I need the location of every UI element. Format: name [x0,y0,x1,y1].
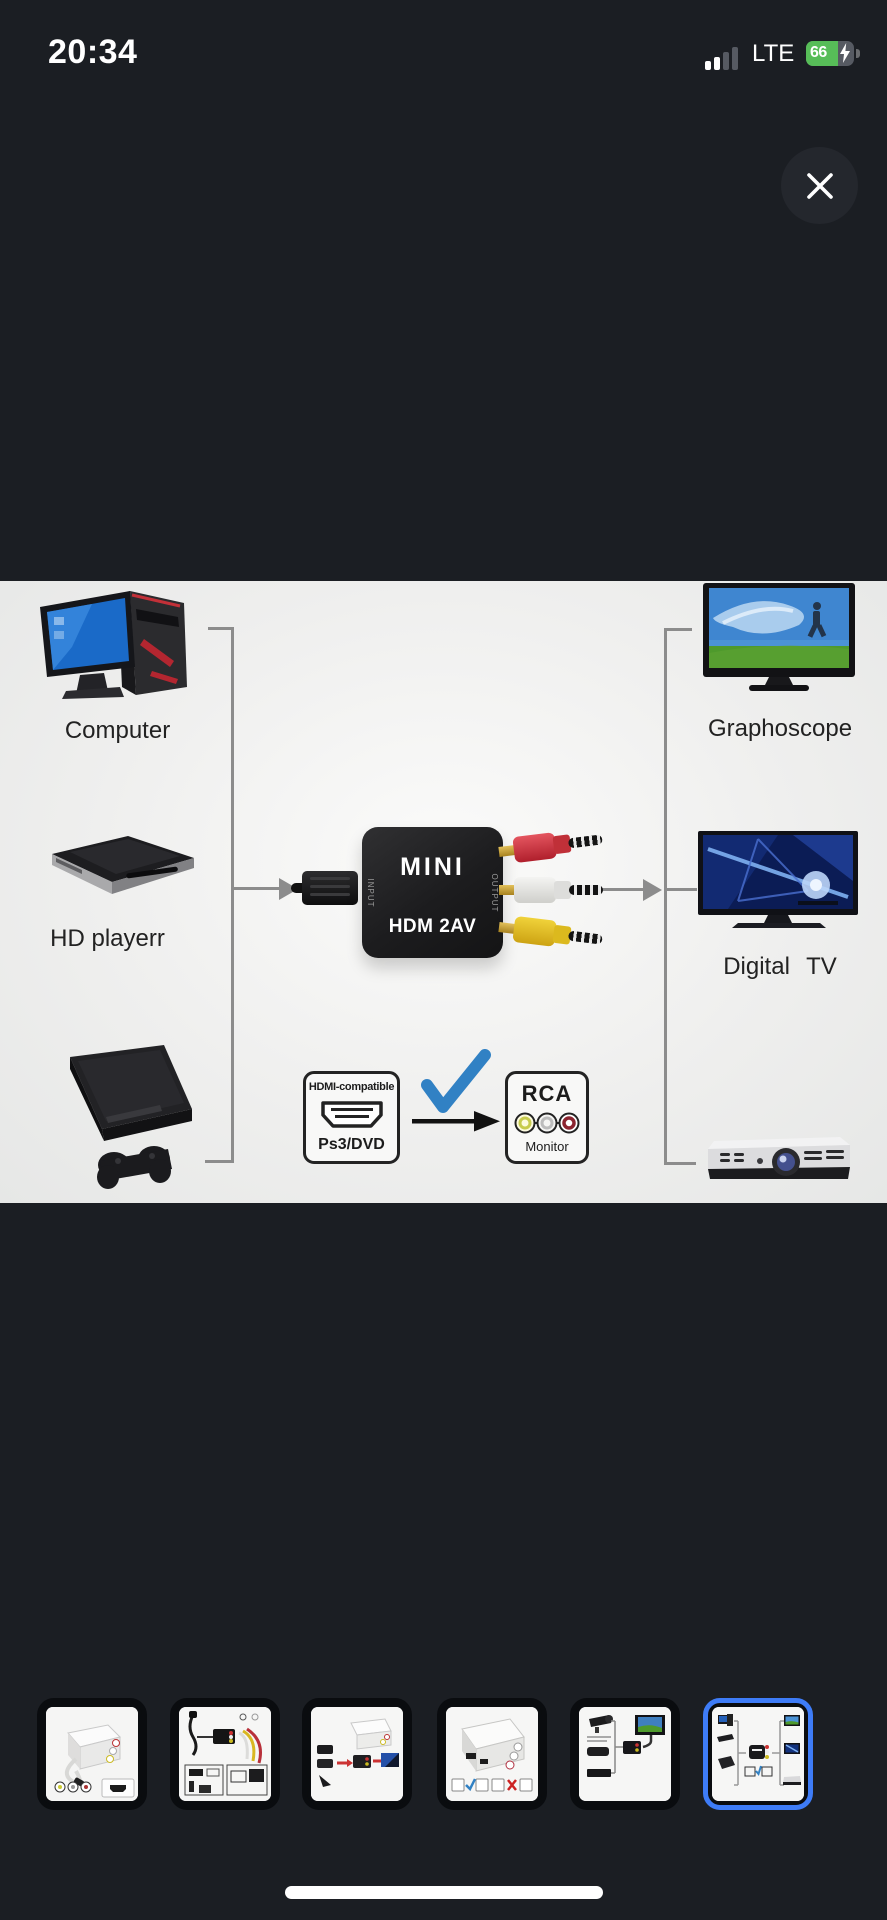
left-connector-line [231,627,234,1163]
left-bottom-stub [205,1160,234,1163]
hdmi-connector-icon [320,1100,383,1128]
signal-strength-icon [705,44,747,70]
rca-jacks-icon [514,1112,580,1134]
digital-tv-label: Digital TV [723,953,837,980]
converter-input-label: INPUT [366,878,375,907]
rca-plug-red [497,826,603,864]
product-image[interactable]: Computer HD playerr MINI HDM 2AV INPUT [0,581,887,1203]
left-top-stub [208,627,234,630]
battery-cap [856,49,860,58]
thumbnail-2[interactable] [170,1698,280,1810]
thumbnail-5-image [579,1707,671,1801]
thumbnail-6-image [712,1707,804,1801]
thumbnail-1-image [46,1707,138,1801]
projector-image [708,1137,850,1179]
right-mid-stub [664,888,697,891]
battery-percent: 66 [810,44,827,61]
rca-plug-white [499,877,603,903]
arrow-right-icon [412,1111,500,1132]
network-type-label: LTE [752,40,795,67]
rca-box-subtitle: Monitor [525,1139,569,1154]
thumbnail-2-image [179,1707,271,1801]
thumbnail-strip [0,1698,887,1810]
graphoscope-label: Graphoscope [707,715,853,742]
right-top-stub [664,628,692,631]
digital-tv-image [698,831,858,928]
graphoscope-tv-image [703,583,855,691]
home-indicator[interactable] [285,1886,603,1899]
battery-icon: 66 [806,41,854,66]
clock: 20:34 [48,33,138,71]
close-button[interactable] [781,147,858,224]
arrow-to-tv [643,878,662,901]
status-bar: 20:34 LTE 66 [0,0,887,110]
computer-image [40,591,187,699]
converter-model-label: HDM 2AV [388,916,477,937]
converter-box: MINI HDM 2AV INPUT OUTPUT [362,827,503,958]
check-icon [421,1049,491,1113]
converter-output-label: OUTPUT [490,873,499,912]
rca-plug-yellow [497,914,603,952]
hdmi-box-subtitle: Ps3/DVD [318,1136,385,1153]
thumbnail-4-image [446,1707,538,1801]
right-mid-arrow-line [598,888,644,891]
thumbnail-1[interactable] [37,1698,147,1810]
hdmi-compatibility-box: HDMI-compatible Ps3/DVD [303,1071,400,1164]
right-bottom-stub [664,1162,696,1165]
close-icon [806,172,833,199]
thumbnail-3[interactable] [302,1698,412,1810]
rca-box-title: RCA [521,1081,573,1106]
charging-bolt-icon [840,43,850,63]
hd-player-label: HD playerr [50,925,165,952]
thumbnail-3-image [311,1707,403,1801]
hdmi-box-title: HDMI-compatible [308,1081,395,1093]
thumbnail-4[interactable] [437,1698,547,1810]
left-mid-arrow-line [233,887,281,890]
thumbnail-6-selected[interactable] [703,1698,813,1810]
ps3-console-image [70,1045,192,1189]
rca-monitor-box: RCA Monitor [505,1071,589,1164]
hdmi-plug-image [291,868,365,908]
computer-label: Computer [64,717,171,744]
right-connector-line [664,628,667,1165]
converter-brand-label: MINI [400,853,465,881]
hd-player-image [52,836,194,894]
thumbnail-5[interactable] [570,1698,680,1810]
